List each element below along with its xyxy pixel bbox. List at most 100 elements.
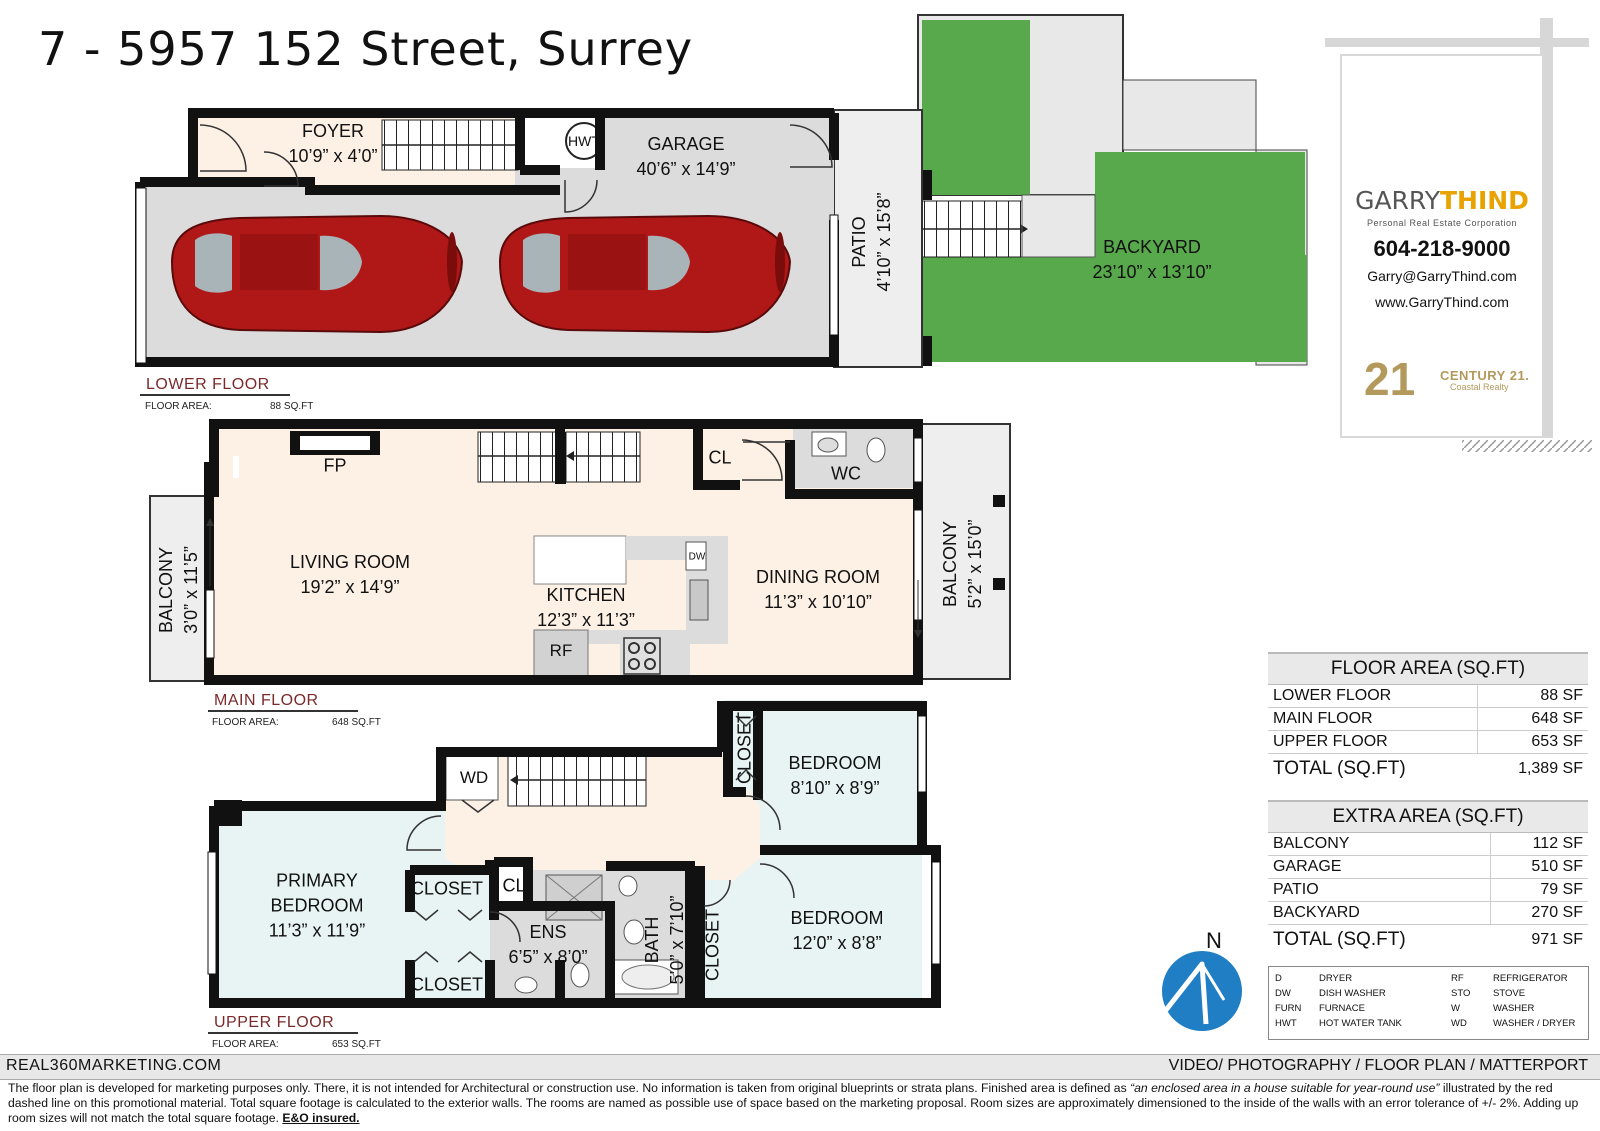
footer-bar: REAL360MARKETING.COM VIDEO/ PHOTOGRAPHY … (0, 1054, 1600, 1080)
extra-area-total-label: TOTAL (SQ.FT) (1273, 929, 1406, 950)
extra-area-row-value: 79 SF (1490, 878, 1588, 902)
floor-area-total-label: TOTAL (SQ.FT) (1273, 758, 1406, 779)
agent-corporation: Personal Real Estate Corporation (1366, 218, 1518, 228)
floor-area-lower: FLOOR AREA:88 SQ.FT (145, 401, 314, 412)
room-hwt: HWT (568, 133, 600, 149)
extra-area-total-value: 971 SF (1531, 931, 1583, 948)
floor-label-upper-underline (208, 1032, 358, 1034)
compass-north-label: N (1206, 928, 1222, 953)
room-cl-main: CL (708, 447, 732, 468)
footer-services: VIDEO/ PHOTOGRAPHY / FLOOR PLAN / MATTER… (1168, 1057, 1588, 1074)
extra-area-row-label: PATIO (1268, 878, 1491, 902)
extra-area-row-value: 112 SF (1490, 832, 1588, 856)
legend-code: STO (1451, 988, 1471, 999)
appliance-wd: WD (459, 768, 489, 787)
legend-code: HWT (1275, 1018, 1297, 1029)
legend-code: DW (1275, 988, 1291, 999)
brokerage-name: CENTURY 21. (1440, 368, 1530, 383)
lawn-area (922, 20, 1030, 195)
agent-name: GARRYTHIND (1355, 186, 1529, 215)
floor-area-upper: FLOOR AREA:653 SQ.FT (212, 1039, 381, 1050)
extra-area-total-row: TOTAL (SQ.FT) 971 SF (1268, 925, 1588, 956)
car-left (170, 214, 464, 334)
legend-meaning: DISH WASHER (1319, 988, 1386, 999)
legend-meaning: REFRIGERATOR (1493, 973, 1568, 984)
room-closet-primary1: CLOSET (410, 878, 484, 899)
legend-meaning: HOT WATER TANK (1319, 1018, 1402, 1029)
floor-area-main: FLOOR AREA:648 SQ.FT (212, 717, 381, 728)
room-closet-bedroom1: CLOSET (734, 711, 755, 785)
agent-phone[interactable]: 604-218-9000 (1373, 236, 1511, 261)
room-fireplace: FP (323, 455, 347, 476)
legend-meaning: WASHER (1493, 1003, 1535, 1014)
agent-website[interactable]: www.GarryThind.com (1375, 294, 1509, 310)
floor-area-row-value: 648 SF (1477, 707, 1588, 731)
disclaimer-text: The floor plan is developed for marketin… (8, 1081, 1579, 1125)
main-floor-plan (149, 419, 1011, 685)
footer-website[interactable]: REAL360MARKETING.COM (6, 1057, 222, 1074)
legend-code: W (1451, 1003, 1460, 1014)
stove (623, 637, 661, 675)
appliance-rf: RF (549, 641, 573, 660)
lower-floor-plan (135, 14, 1308, 368)
floor-area-row-label: UPPER FLOOR (1268, 730, 1478, 754)
room-wc: WC (831, 463, 861, 484)
car-right (498, 214, 792, 334)
north-arrow-icon (1162, 951, 1242, 1031)
legend-code: WD (1451, 1018, 1467, 1029)
room-closet-primary2: CLOSET (410, 974, 484, 995)
floor-area-total-value: 1,389 SF (1518, 760, 1583, 777)
room-closet-bedroom2: CLOSET (702, 908, 723, 982)
extra-area-row-value: 510 SF (1490, 855, 1588, 879)
property-address-title: 7 - 5957 152 Street, Surrey (38, 22, 694, 76)
floor-area-row-value: 88 SF (1477, 684, 1588, 708)
legend-code: FURN (1275, 1003, 1302, 1014)
floor-area-row-label: LOWER FLOOR (1268, 684, 1478, 708)
legend-meaning: STOVE (1493, 988, 1526, 999)
legend-code: RF (1451, 973, 1464, 984)
room-cl-upper: CL (502, 875, 526, 896)
legend-meaning: DRYER (1319, 973, 1353, 984)
agent-card: GARRYTHIND Personal Real Estate Corporat… (1340, 54, 1544, 438)
floor-label-main: MAIN FLOOR (214, 692, 319, 709)
floor-label-main-underline (208, 710, 358, 712)
agent-email[interactable]: Garry@GarryThind.com (1367, 268, 1517, 284)
floor-area-row-label: MAIN FLOOR (1268, 707, 1478, 731)
extra-area-row-label: BALCONY (1268, 832, 1491, 856)
floor-label-lower-underline (140, 394, 290, 396)
brokerage-mark: 21 (1364, 353, 1416, 405)
floor-label-lower: LOWER FLOOR (146, 376, 270, 393)
legend-meaning: FURNACE (1319, 1003, 1365, 1014)
brokerage-sub: Coastal Realty (1450, 382, 1509, 392)
floor-area-heading: FLOOR AREA (SQ.FT) (1268, 652, 1588, 685)
extra-area-heading: EXTRA AREA (SQ.FT) (1268, 800, 1588, 833)
extra-area-row-label: BACKYARD (1268, 901, 1491, 925)
appliance-dw: DW (688, 551, 706, 563)
legend-meaning: WASHER / DRYER (1493, 1018, 1576, 1029)
legend-code: D (1275, 973, 1282, 984)
floor-label-upper: UPPER FLOOR (214, 1014, 335, 1031)
extra-area-row-value: 270 SF (1490, 901, 1588, 925)
extra-area-row-label: GARAGE (1268, 855, 1491, 879)
floor-area-total-row: TOTAL (SQ.FT) 1,389 SF (1268, 754, 1588, 785)
